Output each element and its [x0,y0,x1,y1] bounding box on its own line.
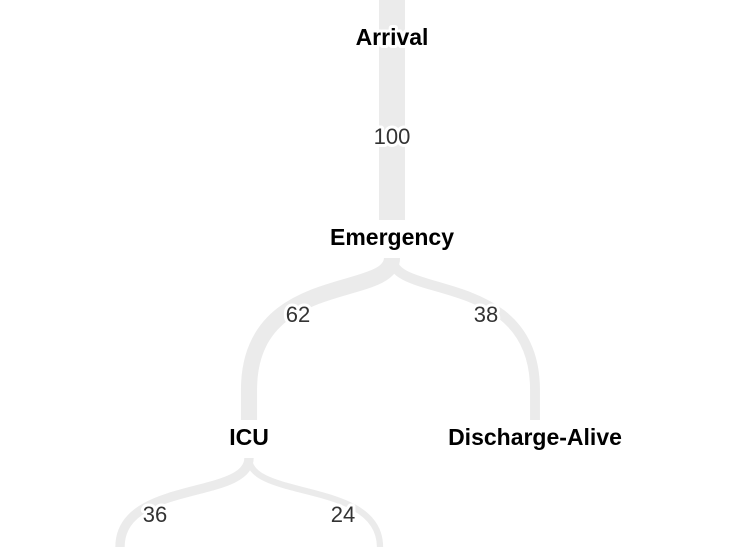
link-value-arrival-emergency: 100 [374,124,411,149]
node-arrival: Arrival [356,24,429,50]
link-emergency-discharge-alive [387,257,540,420]
node-icu: ICU [229,424,269,450]
flow-value-labels: 100 62 38 36 24 [140,121,501,530]
link-icu-right-branch [245,457,384,547]
flow-links [115,0,540,547]
flow-node-labels: Arrival Emergency ICU Discharge-Alive [226,21,625,453]
link-value-icu-left-branch: 36 [143,502,167,527]
node-emergency: Emergency [330,224,454,250]
link-emergency-icu [240,256,401,420]
link-value-emergency-discharge-alive: 38 [474,302,498,327]
link-value-emergency-icu: 62 [286,302,310,327]
node-discharge-alive: Discharge-Alive [448,424,622,450]
link-icu-left-branch [115,457,254,547]
link-value-icu-right-branch: 24 [331,502,355,527]
